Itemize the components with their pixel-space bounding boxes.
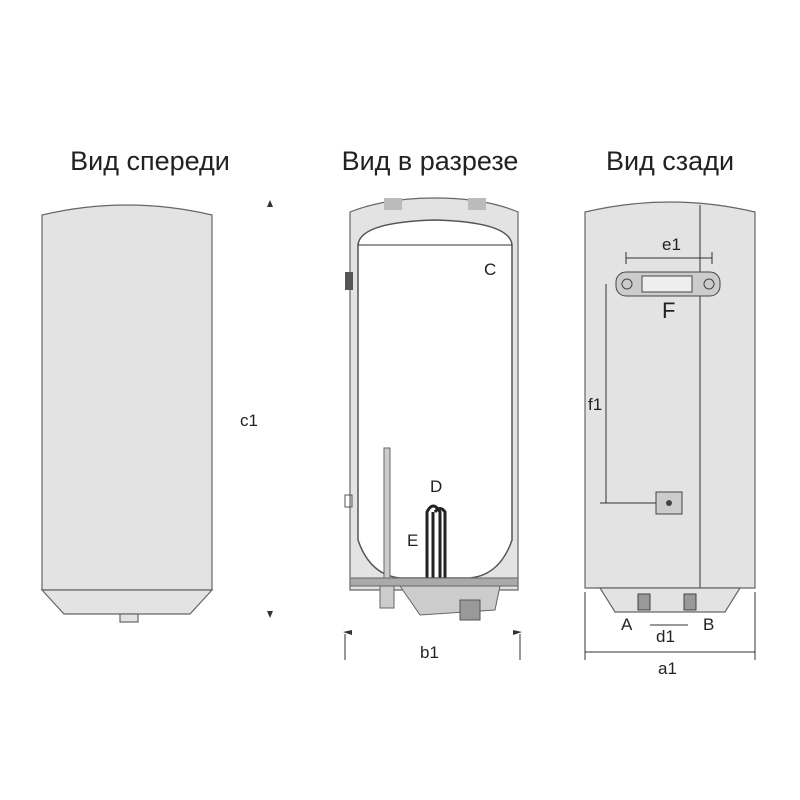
label-B: B	[703, 615, 714, 634]
section-view: C D E b1	[343, 197, 522, 662]
title-back-view: Вид сзади	[606, 146, 734, 176]
label-e1: e1	[662, 235, 681, 254]
heating-element	[425, 504, 447, 580]
c1-bottom-arrow	[267, 611, 273, 618]
label-C: C	[484, 260, 496, 279]
label-d1: d1	[656, 627, 675, 646]
back-view: e1 F f1 A B d1 a1	[584, 201, 756, 678]
label-a1: a1	[658, 659, 677, 678]
label-D: D	[430, 477, 442, 496]
label-F: F	[662, 298, 675, 323]
label-c1: c1	[240, 411, 258, 430]
front-view: c1	[40, 200, 273, 623]
c1-top-arrow	[267, 200, 273, 207]
label-A: A	[621, 615, 633, 634]
label-b1: b1	[420, 643, 439, 662]
title-front-view: Вид спереди	[70, 146, 230, 176]
title-section-view: Вид в разрезе	[342, 146, 519, 176]
label-E: E	[407, 531, 418, 550]
label-f1: f1	[588, 395, 602, 414]
